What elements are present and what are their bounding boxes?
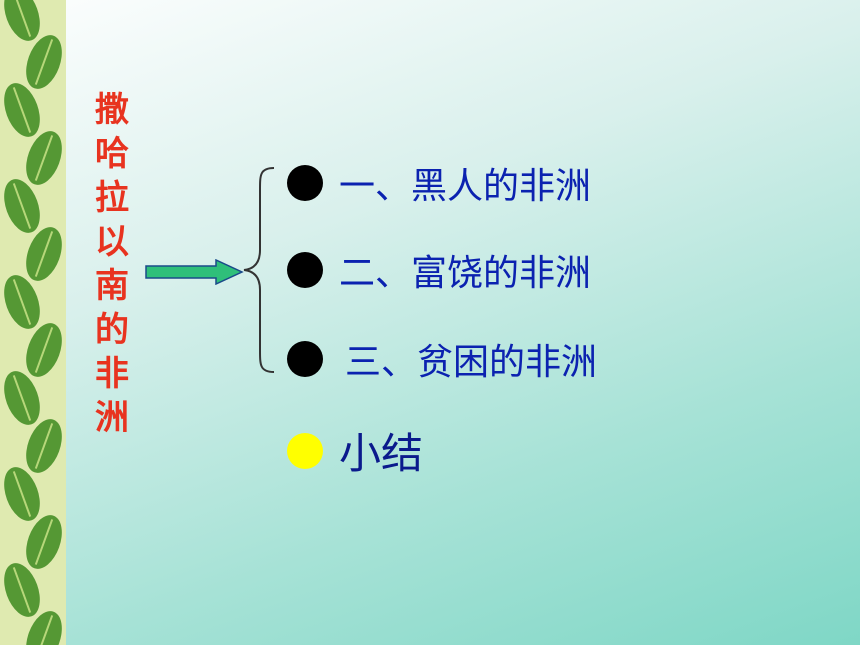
title-char: 的 (95, 310, 129, 350)
vertical-title: 撒 哈 拉 以 南 的 非 洲 (88, 88, 136, 440)
list-item-1[interactable]: 一、黑人的非洲 (287, 157, 591, 209)
leaf-vein (34, 327, 54, 373)
bullet-dot-yellow (287, 432, 323, 469)
curly-brace-icon (243, 167, 275, 373)
leaf-vein (12, 471, 32, 517)
leaf-vein (34, 615, 54, 645)
leaf-vein (12, 0, 32, 37)
bullet-dot (287, 341, 323, 377)
title-char: 南 (95, 266, 129, 306)
leaf-vein (34, 135, 54, 181)
leaf-vein (12, 87, 32, 133)
title-char: 以 (95, 222, 129, 262)
right-arrow-icon (145, 259, 244, 285)
item-label: 二、富饶的非洲 (339, 253, 592, 294)
list-item-3[interactable]: 三、贫困的非洲 (287, 333, 597, 385)
item-label: 三、贫困的非洲 (345, 342, 598, 383)
leaf-vine-icon (0, 0, 66, 645)
leaf-vein (34, 231, 54, 277)
leaf-vein (12, 183, 32, 229)
bullet-dot (287, 252, 323, 288)
item-label: 小结 (339, 429, 424, 478)
leaf-vein (34, 519, 54, 565)
list-item-summary[interactable]: 小结 (287, 420, 423, 481)
leaf-vein (34, 423, 54, 469)
leaf-vein (12, 279, 32, 325)
leaf-border (0, 0, 66, 645)
title-char: 非 (95, 354, 129, 394)
title-char: 撒 (95, 90, 129, 130)
leaf-vein (12, 375, 32, 421)
list-item-2[interactable]: 二、富饶的非洲 (287, 244, 591, 296)
leaf-vein (12, 567, 32, 613)
title-char: 拉 (95, 178, 129, 218)
bullet-dot (287, 165, 323, 201)
title-char: 洲 (95, 398, 129, 438)
leaf-vein (34, 39, 54, 85)
item-label: 一、黑人的非洲 (339, 166, 592, 207)
title-char: 哈 (95, 134, 129, 174)
